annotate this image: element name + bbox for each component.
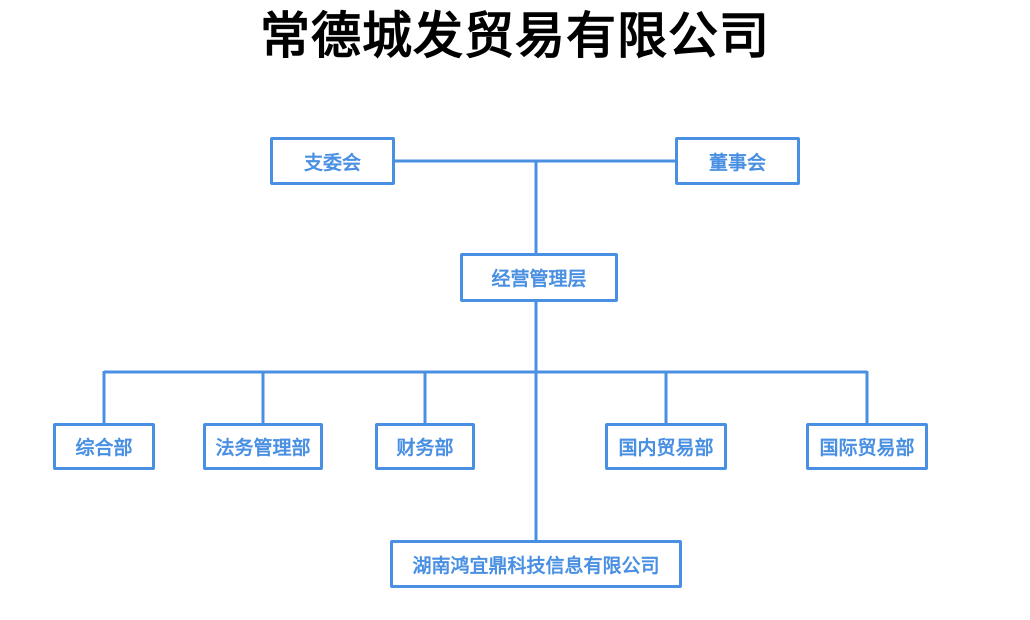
org-node-general-dept: 综合部 [53,423,155,470]
org-node-branch-committee: 支委会 [270,137,395,185]
org-node-subsidiary-company: 湖南鸿宜鼎科技信息有限公司 [390,540,682,588]
org-node-label: 经营管理层 [491,269,587,290]
org-node-management: 经营管理层 [460,253,618,302]
org-node-label: 财务部 [396,438,454,459]
page-title: 常德城发贸易有限公司 [260,8,770,64]
org-node-label: 湖南鸿宜鼎科技信息有限公司 [412,555,660,577]
org-node-international-trade-dept: 国际贸易部 [806,423,928,470]
org-node-board: 董事会 [675,137,800,185]
org-node-label: 综合部 [75,438,133,459]
org-node-label: 支委会 [303,152,361,174]
org-node-domestic-trade-dept: 国内贸易部 [605,423,727,470]
org-node-label: 董事会 [708,152,766,174]
org-node-label: 国际贸易部 [819,438,915,459]
org-node-label: 国内贸易部 [618,438,714,459]
org-node-finance-dept: 财务部 [375,423,475,470]
org-node-legal-dept: 法务管理部 [203,423,323,470]
org-node-label: 法务管理部 [215,438,311,459]
